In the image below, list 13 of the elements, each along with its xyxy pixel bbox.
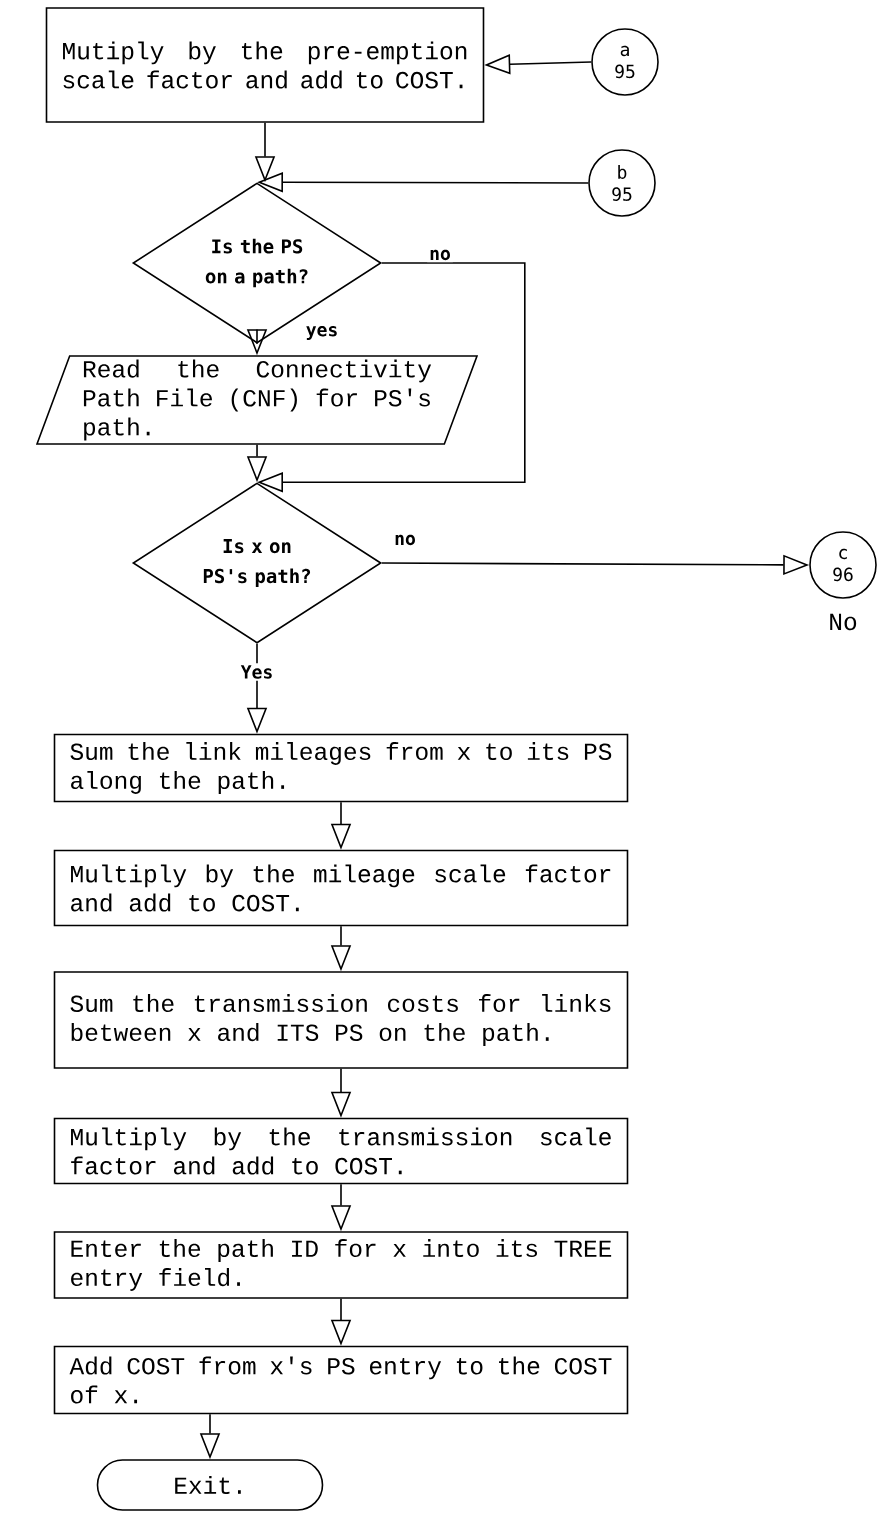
process-box: Multiply by the transmission scale factor and add to COST.: [53, 1117, 629, 1185]
edge-label: yes: [303, 324, 341, 342]
process-box: Multiply by the mileage scale factor and add to COST.: [53, 849, 629, 927]
edge-label: no: [427, 247, 453, 263]
process-box: Enter the path ID for x into its TREE entry field.: [53, 1231, 629, 1299]
process-box: Sum the link mileages from x to its PS along the path.: [53, 733, 629, 803]
terminal-box: Exit.: [96, 1459, 324, 1511]
process-box: Sum the transmission costs for links between x and ITS PS on the path.: [53, 971, 629, 1069]
process-box: Add COST from x's PS entry to the COST of x.: [53, 1345, 629, 1415]
edge-label: Yes: [238, 663, 276, 681]
process-box: Mutiply by the pre-emption scale factor and add to COST.: [45, 7, 485, 123]
edge-label: no: [392, 532, 418, 548]
side-note: No: [830, 613, 857, 631]
